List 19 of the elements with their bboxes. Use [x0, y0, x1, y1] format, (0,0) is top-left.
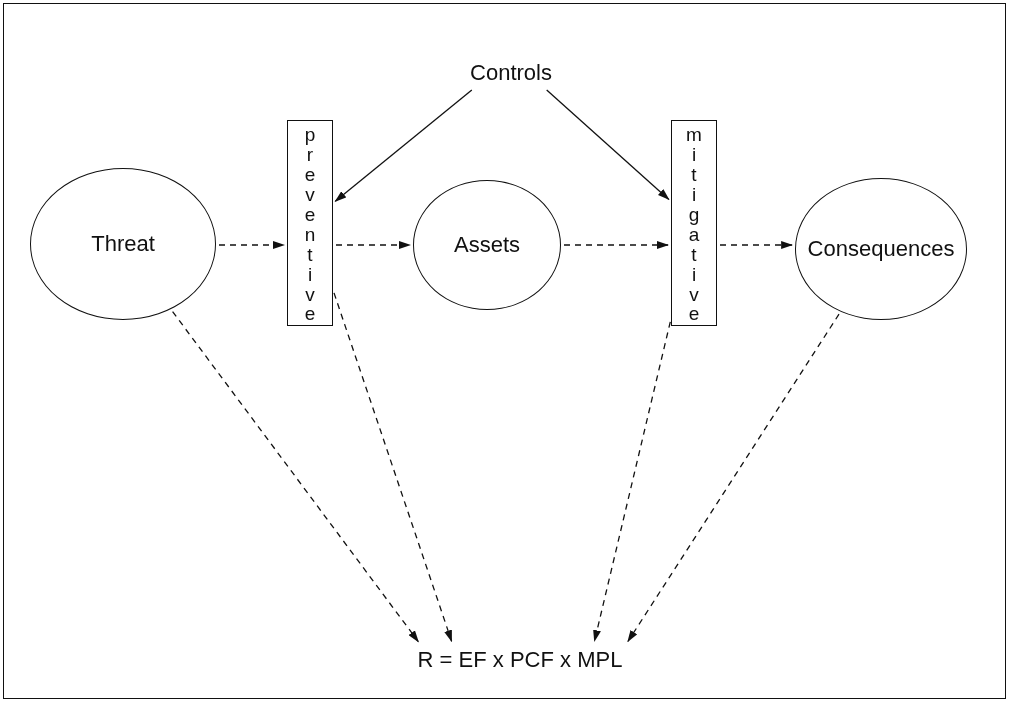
arrow: [218, 241, 285, 249]
arrow: [627, 313, 840, 643]
arrow: [334, 89, 473, 202]
node-label: Threat: [91, 231, 155, 257]
node-label: Assets: [454, 232, 520, 258]
vertical-label: mitigative: [685, 125, 713, 325]
label-text: Controls: [460, 58, 562, 88]
arrow: [333, 292, 453, 643]
vertical-label: preventive: [303, 125, 326, 325]
arrow: [563, 241, 669, 249]
arrow: [335, 241, 411, 249]
arrow: [719, 241, 794, 249]
node-label: Consequences: [807, 236, 955, 262]
formula-text: R = EF x PCF x MPL: [384, 644, 656, 676]
arrow: [171, 310, 419, 643]
arrow: [593, 321, 671, 643]
arrow: [546, 89, 670, 201]
control-box: [671, 120, 717, 326]
control-box: [287, 120, 333, 326]
